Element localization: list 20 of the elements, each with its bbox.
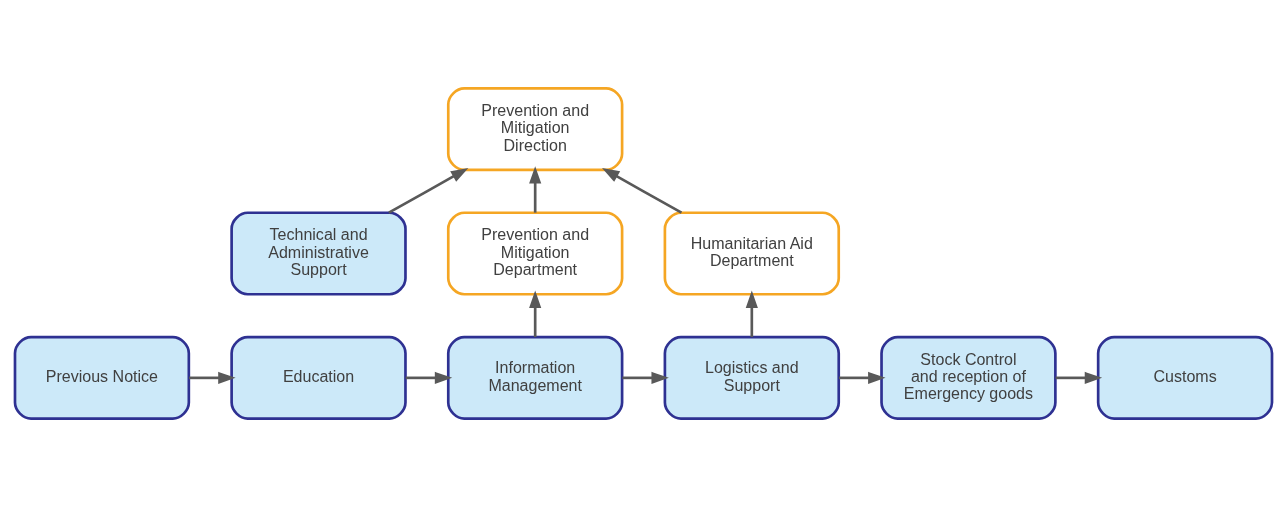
arrow bbox=[189, 371, 236, 384]
arrow bbox=[622, 371, 669, 384]
node-box: Humanitarian Aid Department bbox=[663, 210, 841, 296]
node-box: Technical and Administrative Support bbox=[230, 210, 407, 296]
node-box: Customs bbox=[1096, 335, 1274, 420]
node-box: Previous Notice bbox=[13, 335, 191, 420]
node-box: Information Management bbox=[446, 335, 624, 420]
arrow bbox=[745, 290, 758, 337]
node-box: Stock Control and reception of Emergency goods bbox=[880, 335, 1057, 420]
arrow bbox=[839, 371, 886, 384]
node-box: Prevention and Mitigation Direction bbox=[446, 86, 624, 171]
arrow bbox=[529, 290, 542, 337]
arrow bbox=[1055, 371, 1103, 384]
arrow bbox=[602, 167, 683, 214]
arrow bbox=[405, 371, 453, 384]
arrow bbox=[529, 165, 542, 213]
node-box: Logistics and Support bbox=[663, 335, 841, 420]
arrow bbox=[388, 167, 469, 214]
node-box: Education bbox=[230, 335, 407, 420]
node-box: Prevention and Mitigation Department bbox=[446, 210, 624, 296]
